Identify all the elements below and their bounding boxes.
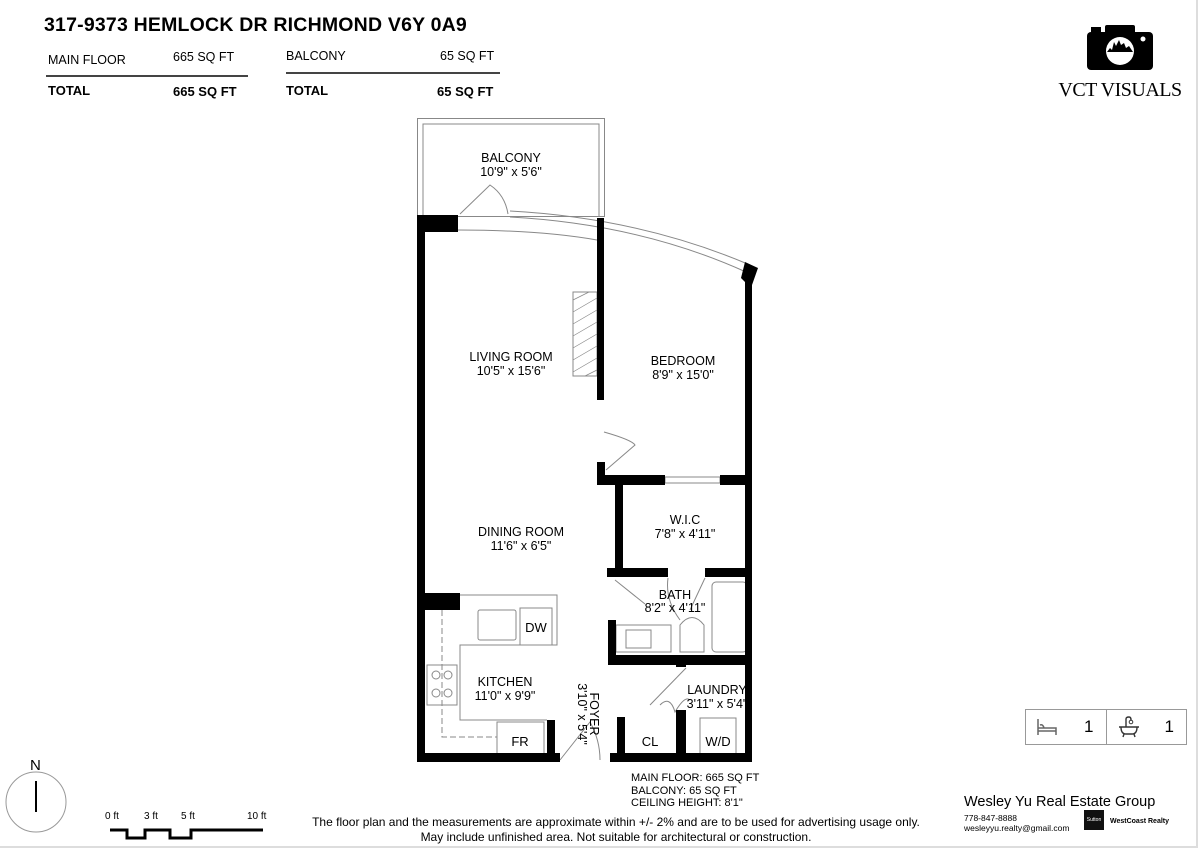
kitchen-sink bbox=[477, 609, 517, 641]
sutton-logo: Sutton bbox=[1084, 810, 1104, 830]
area-notes: MAIN FLOOR: 665 SQ FT BALCONY: 65 SQ FT … bbox=[631, 772, 759, 810]
bedroom-count-value: 1 bbox=[1084, 717, 1094, 736]
closet-label: CL bbox=[642, 734, 659, 749]
kitchen-counter bbox=[459, 594, 558, 721]
note-balcony: BALCONY: 65 SQ FT bbox=[631, 784, 737, 797]
agent-name: Wesley Yu Real Estate Group bbox=[964, 794, 1156, 810]
disclaimer-line: The floor plan and the measurements are … bbox=[312, 815, 920, 829]
compass bbox=[5, 771, 67, 833]
room-name-bath: BATH bbox=[659, 588, 691, 602]
washer-dryer-label: W/D bbox=[705, 734, 730, 749]
room-dims-balcony: 10'9" x 5'6" bbox=[480, 165, 542, 179]
room-dims-foyer: 3'10" x 5'4" bbox=[575, 683, 589, 745]
toilet bbox=[679, 617, 705, 653]
divider bbox=[46, 75, 248, 77]
closet-door bbox=[649, 667, 691, 714]
walls bbox=[417, 215, 758, 762]
bath-sink bbox=[625, 629, 652, 649]
room-name-laundry: LAUNDRY bbox=[687, 683, 747, 697]
room-dims-bath: 8'2" x 4'11" bbox=[645, 601, 706, 615]
disclaimer-line: May include unfinished area. Not suitabl… bbox=[420, 830, 812, 844]
room-name-dining: DINING ROOM bbox=[478, 525, 564, 539]
dishwasher bbox=[519, 607, 553, 646]
total-label: TOTAL bbox=[48, 83, 91, 98]
brokerage-name: WestCoast Realty bbox=[1110, 818, 1170, 825]
scale-bar bbox=[110, 828, 263, 840]
balcony-label: BALCONY bbox=[286, 49, 346, 63]
main-floor-area: 665 SQ FT bbox=[173, 50, 235, 64]
scale-tick: 3 ft bbox=[144, 811, 158, 822]
agent-email: wesleyyu.realty@gmail.com bbox=[964, 823, 1070, 833]
balcony-total-label: TOTAL bbox=[286, 83, 329, 98]
room-name-balcony: BALCONY bbox=[481, 151, 541, 165]
closet-sliding-door bbox=[664, 476, 721, 484]
room-dims-living: 10'5" x 15'6" bbox=[477, 364, 546, 378]
curved-window-inner bbox=[509, 216, 747, 273]
scale-tick: 5 ft bbox=[181, 811, 195, 822]
room-dims-laundry: 3'11" x 5'4" bbox=[687, 697, 748, 711]
bathtub bbox=[711, 581, 748, 653]
window-sill bbox=[457, 229, 598, 241]
disclaimer: The floor plan and the measurements are … bbox=[300, 815, 932, 845]
fridge-label: FR bbox=[511, 734, 528, 749]
bedroom-door bbox=[603, 431, 636, 471]
bathroom-count-value: 1 bbox=[1164, 717, 1174, 736]
balcony-railing bbox=[422, 123, 600, 216]
balcony-door bbox=[459, 184, 509, 215]
logo-text: VCT VISUALS bbox=[1058, 79, 1182, 101]
total-area: 665 SQ FT bbox=[173, 84, 237, 99]
agent-info: Wesley Yu Real Estate Group 778-847-8888… bbox=[964, 794, 1155, 833]
dishwasher-label: DW bbox=[525, 620, 547, 635]
scale-tick: 0 ft bbox=[105, 811, 119, 822]
note-ceiling-height: CEILING HEIGHT: 8'1" bbox=[631, 797, 743, 809]
room-name-living: LIVING ROOM bbox=[469, 350, 552, 364]
room-dims-bedroom: 8'9" x 15'0" bbox=[652, 368, 714, 382]
room-name-foyer: FOYER bbox=[587, 692, 601, 735]
compass-label: N bbox=[30, 757, 41, 774]
main-floor-label: MAIN FLOOR bbox=[48, 53, 126, 67]
room-dims-kitchen: 11'0" x 9'9" bbox=[475, 689, 536, 703]
balcony-outline bbox=[417, 118, 605, 217]
balcony-total-area: 65 SQ FT bbox=[437, 84, 494, 99]
agent-phone: 778-847-8888 bbox=[964, 813, 1017, 823]
curved-window bbox=[509, 210, 751, 266]
scale-tick: 10 ft bbox=[247, 811, 267, 822]
room-dims-wic: 7'8" x 4'11" bbox=[655, 527, 716, 541]
note-main-floor: MAIN FLOOR: 665 SQ FT bbox=[631, 772, 760, 784]
upper-cabinets bbox=[441, 610, 497, 738]
entry-door bbox=[559, 721, 601, 761]
bathtub-icon bbox=[1118, 716, 1139, 738]
room-name-wic: W.I.C bbox=[670, 513, 701, 527]
room-name-kitchen: KITCHEN bbox=[478, 675, 533, 689]
bath-door bbox=[614, 577, 706, 621]
bed-icon bbox=[1037, 719, 1057, 735]
room-dims-dining: 11'6" x 6'5" bbox=[491, 539, 552, 553]
vct-visuals-logo: VCT VISUALS bbox=[1050, 22, 1190, 102]
property-address: 317-9373 HEMLOCK DR RICHMOND V6Y 0A9 bbox=[44, 14, 467, 36]
room-count-legend: 1 1 bbox=[1025, 709, 1187, 745]
bedroom-count: 1 bbox=[1026, 710, 1106, 744]
camera-icon bbox=[1087, 25, 1153, 70]
bathroom-count: 1 bbox=[1105, 710, 1187, 744]
divider bbox=[286, 72, 500, 74]
balcony-area: 65 SQ FT bbox=[440, 49, 495, 63]
room-name-bedroom: BEDROOM bbox=[651, 354, 716, 368]
